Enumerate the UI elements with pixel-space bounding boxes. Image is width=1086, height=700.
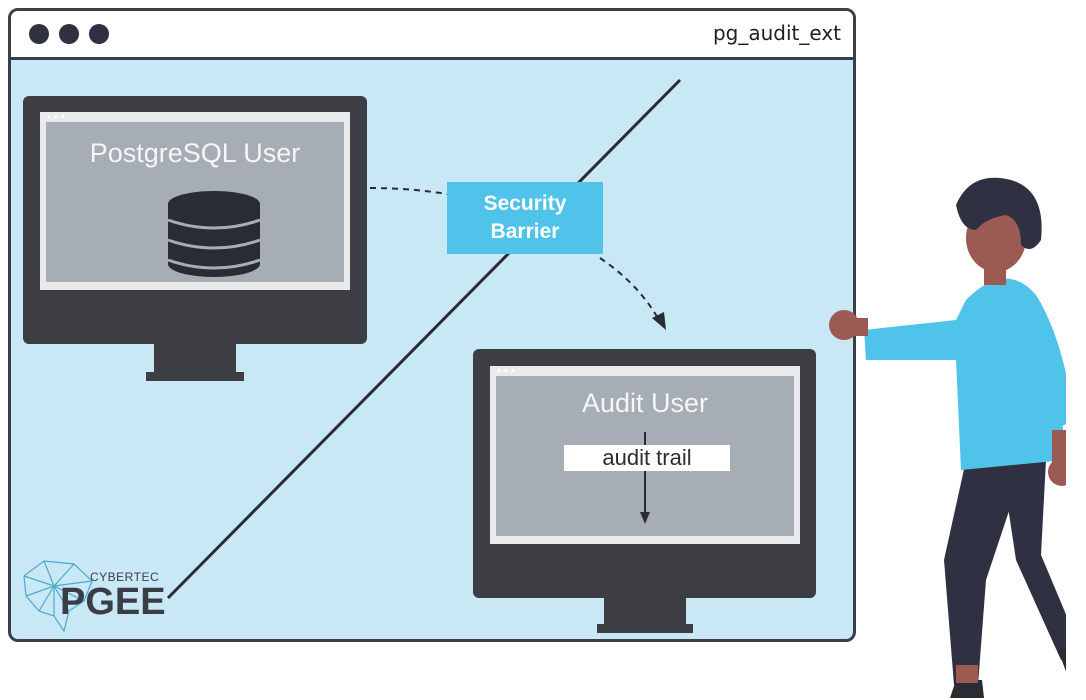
window-dot-icon[interactable] — [59, 24, 79, 44]
monitor-base — [597, 624, 693, 633]
dashed-arrow-right — [599, 257, 661, 323]
dashed-connector-left — [369, 187, 448, 195]
security-barrier-box: Security Barrier — [447, 182, 603, 254]
window-dot-icon[interactable] — [29, 24, 49, 44]
screen-dots-icon: ••• — [46, 112, 67, 123]
elephant-icon — [23, 560, 93, 633]
window-titlebar: pg_audit_ext — [11, 11, 853, 60]
window-dot-icon[interactable] — [89, 24, 109, 44]
divider-line — [166, 78, 682, 600]
barrier-line-2: Barrier — [490, 220, 560, 243]
barrier-line-1: Security — [483, 192, 567, 215]
monitor-screen: ••• PostgreSQL User — [40, 112, 350, 290]
screen-dots-icon: ••• — [496, 366, 517, 377]
audit-user-label: Audit User — [581, 388, 709, 418]
postgres-user-monitor: ••• PostgreSQL User — [23, 96, 367, 344]
database-icon — [167, 191, 261, 277]
audit-trail-box: audit trail — [564, 445, 730, 471]
arrow-head-icon — [652, 312, 666, 330]
postgres-user-label: PostgreSQL User — [89, 138, 301, 168]
screen-content: PostgreSQL User — [46, 122, 344, 282]
monitor-stand — [154, 344, 236, 374]
window-title: pg_audit_ext — [712, 21, 841, 45]
screen-content: Audit User audit trail — [496, 376, 794, 536]
logo-big-text: PGEE — [60, 581, 166, 623]
monitor-screen: ••• Audit User audit trail — [490, 366, 800, 544]
logo-small-text: CYBERTEC — [90, 570, 160, 584]
audit-user-monitor: ••• Audit User audit trail — [473, 349, 816, 598]
monitor-stand — [604, 598, 686, 626]
person-illustration — [829, 177, 1066, 698]
monitor-base — [146, 372, 244, 381]
